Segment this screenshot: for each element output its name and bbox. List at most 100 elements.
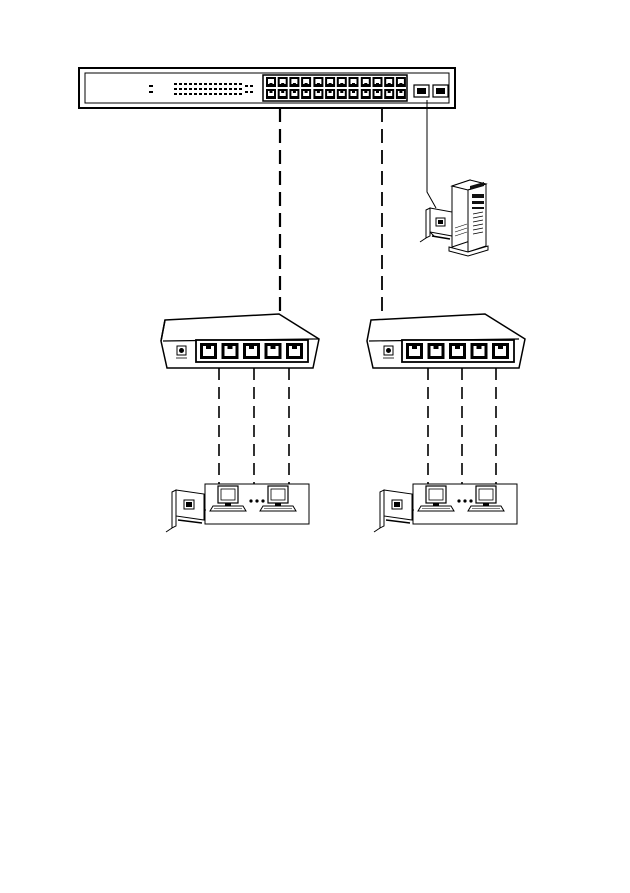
rj45-port-icon	[348, 77, 359, 87]
rj45-port-icon	[325, 77, 336, 87]
uplink-port-icon	[413, 84, 430, 98]
rj45-port-icon	[395, 77, 406, 87]
rj45-port-icon	[372, 89, 383, 99]
port-led-icon	[174, 88, 177, 90]
rj45-port-icon	[384, 89, 395, 99]
switch-power-led-icon	[149, 85, 153, 93]
rj45-port-icon	[336, 89, 347, 99]
rj45-port-icon	[372, 77, 383, 87]
workstation-group-icon	[412, 483, 518, 525]
port-led-icon	[219, 93, 222, 95]
port-led-icon	[234, 83, 237, 85]
ellipsis-icon	[457, 499, 473, 503]
port-led-icon	[234, 88, 237, 90]
port-led-icon	[184, 88, 187, 90]
port-led-icon	[214, 88, 217, 90]
desktop-computer-icon	[259, 485, 297, 512]
desktop-computer-icon	[209, 485, 247, 512]
port-led-icon	[224, 88, 227, 90]
desktop-switch-5-port-icon	[160, 313, 320, 369]
rack-switch-24-port-icon	[78, 67, 456, 109]
port-led-icon	[234, 93, 237, 95]
rj45-port-icon	[289, 89, 300, 99]
port-led-icon	[194, 83, 197, 85]
port-led-icon	[204, 93, 207, 95]
desktop-switch-5-port-icon	[366, 313, 526, 369]
rj45-port-icon	[325, 89, 336, 99]
links-hub-left-to-workgroup	[218, 368, 290, 484]
network-card-icon	[165, 489, 206, 533]
port-led-icon	[199, 93, 202, 95]
port-led-icon	[189, 83, 192, 85]
rj45-port-icon	[449, 343, 466, 359]
rj45-port-icon	[406, 343, 423, 359]
port-led-icon	[239, 93, 242, 95]
desktop-computer-icon	[417, 485, 455, 512]
rj45-port-icon	[264, 343, 282, 359]
desktop-computer-icon	[467, 485, 505, 512]
port-led-icon	[224, 93, 227, 95]
port-led-icon	[224, 83, 227, 85]
ellipsis-icon	[249, 499, 265, 503]
port-led-icon	[194, 88, 197, 90]
workstation-group-icon	[204, 483, 310, 525]
port-led-icon	[229, 83, 232, 85]
rj45-port-icon	[360, 89, 371, 99]
network-card-icon	[373, 489, 414, 533]
switch-port-block	[262, 74, 408, 102]
hub-port-row	[195, 339, 309, 363]
rj45-port-icon	[286, 343, 303, 359]
rj45-port-icon	[266, 89, 276, 99]
links-hub-right-to-workgroup	[427, 368, 497, 484]
rj45-port-icon	[336, 77, 347, 87]
port-led-icon	[179, 88, 182, 90]
hub-power-jack-icon	[176, 345, 187, 359]
rj45-port-icon	[395, 89, 406, 99]
port-led-icon	[204, 88, 207, 90]
rj45-port-icon	[301, 89, 312, 99]
port-led-icon	[214, 83, 217, 85]
port-led-icon	[199, 88, 202, 90]
port-led-icon	[219, 88, 222, 90]
rj45-port-icon	[313, 77, 324, 87]
port-led-icon	[189, 93, 192, 95]
switch-speed-led-icon	[245, 85, 253, 93]
port-led-icon	[239, 88, 242, 90]
port-led-icon	[194, 93, 197, 95]
hub-power-jack-icon	[383, 345, 394, 359]
rj45-port-icon	[313, 89, 324, 99]
tower-server-icon	[448, 179, 489, 257]
hub-port-row	[401, 339, 515, 363]
rj45-port-icon	[384, 77, 395, 87]
uplink-port-icon	[432, 84, 449, 98]
port-led-icon	[174, 93, 177, 95]
port-led-icon	[214, 93, 217, 95]
switch-led-matrix	[174, 83, 242, 95]
rj45-port-icon	[360, 77, 371, 87]
port-led-icon	[229, 88, 232, 90]
switch-uplink-ports	[413, 84, 449, 98]
port-led-icon	[204, 83, 207, 85]
rj45-port-icon	[348, 89, 359, 99]
port-led-icon	[209, 88, 212, 90]
rj45-port-icon	[266, 77, 276, 87]
port-led-icon	[184, 83, 187, 85]
rj45-port-icon	[200, 343, 217, 359]
port-led-icon	[239, 83, 242, 85]
port-led-icon	[209, 83, 212, 85]
rj45-port-icon	[289, 77, 300, 87]
port-led-icon	[229, 93, 232, 95]
port-led-icon	[209, 93, 212, 95]
rj45-port-icon	[221, 343, 239, 359]
rj45-port-icon	[427, 343, 445, 359]
port-led-icon	[184, 93, 187, 95]
link-core-to-server	[426, 100, 437, 209]
port-led-icon	[174, 83, 177, 85]
rj45-port-icon	[470, 343, 488, 359]
network-card-icon	[419, 207, 453, 243]
rj45-port-icon	[301, 77, 312, 87]
rj45-port-icon	[277, 77, 288, 87]
port-led-icon	[199, 83, 202, 85]
